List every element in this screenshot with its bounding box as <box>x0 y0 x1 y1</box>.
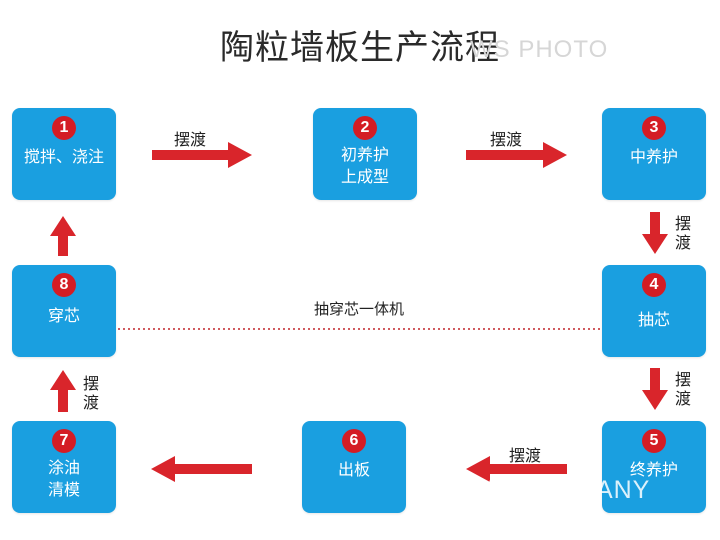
arrow-2-to-3 <box>466 142 567 168</box>
step-label: 出板 <box>302 459 406 481</box>
step-label-line: 上成型 <box>340 167 389 186</box>
arrow-1-to-2 <box>152 142 252 168</box>
step-label: 中养护 <box>602 146 706 168</box>
step-1-mixing-pouring: 1 搅拌、浇注 <box>12 108 116 200</box>
step-number-badge: 3 <box>642 116 666 140</box>
transfer-label-1-2: 摆渡 <box>174 130 207 149</box>
step-number-badge: 2 <box>353 116 377 140</box>
diagram-title: 陶粒墙板生产流程 <box>220 28 500 68</box>
step-label-line: 初养护 <box>340 145 389 164</box>
step-number-badge: 4 <box>642 273 666 297</box>
transfer-label-5-6: 摆渡 <box>509 446 542 465</box>
machine-label: 抽穿芯一体机 <box>310 298 409 319</box>
step-4-core-pulling: 4 抽芯 <box>602 265 706 357</box>
step-label: 搅拌、浇注 <box>12 146 116 168</box>
transfer-label-2-3: 摆渡 <box>490 130 523 149</box>
step-label: 穿芯 <box>12 305 116 327</box>
step-number-badge: 8 <box>52 273 76 297</box>
arrow-5-to-6 <box>466 456 567 482</box>
step-label: 初养护 上成型 <box>313 144 417 188</box>
step-label-line: 清模 <box>47 480 80 499</box>
step-number-badge: 7 <box>52 429 76 453</box>
arrow-7-to-8 <box>50 370 76 412</box>
step-label-line: 搅拌、浇注 <box>23 147 104 166</box>
step-label-line: 抽芯 <box>637 310 670 329</box>
arrow-6-to-7 <box>151 456 252 482</box>
step-3-middle-curing: 3 中养护 <box>602 108 706 200</box>
arrow-8-to-1 <box>50 216 76 256</box>
transfer-label-3-4: 摆渡 <box>674 214 691 252</box>
step-2-initial-curing: 2 初养护 上成型 <box>313 108 417 200</box>
step-label: 抽芯 <box>602 309 706 331</box>
transfer-label-7-8: 摆渡 <box>82 374 99 412</box>
step-label-line: 终养护 <box>629 460 678 479</box>
step-label-line: 中养护 <box>629 147 678 166</box>
step-number-badge: 6 <box>342 429 366 453</box>
arrow-3-to-4 <box>642 212 668 254</box>
step-label-line: 涂油 <box>47 458 80 477</box>
step-5-final-curing: 5 终养护 <box>602 421 706 513</box>
arrow-4-to-5 <box>642 368 668 410</box>
transfer-label-4-5: 摆渡 <box>674 370 691 408</box>
step-8-core-threading: 8 穿芯 <box>12 265 116 357</box>
step-6-panel-output: 6 出板 <box>302 421 406 513</box>
step-label-line: 穿芯 <box>47 306 80 325</box>
step-7-oiling-mold-cleaning: 7 涂油 清模 <box>12 421 116 513</box>
step-label: 终养护 <box>602 459 706 481</box>
step-number-badge: 1 <box>52 116 76 140</box>
watermark-bottom: MANA COMPANY <box>436 476 651 504</box>
step-label-line: 出板 <box>337 460 370 479</box>
watermark-top: WS PHOTO <box>470 36 609 63</box>
step-label: 涂油 清模 <box>12 457 116 501</box>
step-number-badge: 5 <box>642 429 666 453</box>
